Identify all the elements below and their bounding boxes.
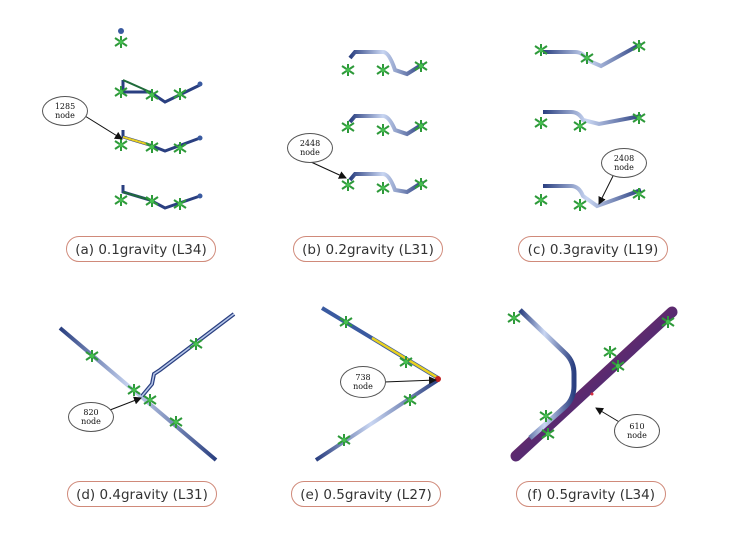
node-word-d: node [81, 417, 101, 426]
node-word-a: node [55, 111, 75, 120]
node-word-b: node [300, 148, 320, 157]
panel-c: 2408 node [505, 20, 705, 220]
node-id-b: 2448 [299, 139, 321, 148]
pipe-model-a [84, 28, 203, 212]
pipe-model-b [310, 26, 428, 216]
pipe-model-e [314, 306, 441, 462]
caption-c: (c) 0.3gravity (L19) [518, 236, 668, 262]
caption-b: (b) 0.2gravity (L31) [293, 236, 443, 262]
caption-d: (d) 0.4gravity (L31) [67, 481, 217, 507]
caption-f: (f) 0.5gravity (L34) [516, 481, 666, 507]
caption-e: (e) 0.5gravity (L27) [291, 481, 441, 507]
node-id-a: 1285 [54, 102, 76, 111]
node-id-d: 820 [83, 408, 99, 417]
pipe-model-f [507, 306, 678, 462]
node-label-d: 820 node [68, 402, 114, 432]
node-label-c: 2408 node [601, 148, 647, 178]
node-label-a: 1285 node [42, 96, 88, 126]
node-label-b: 2448 node [287, 133, 333, 163]
pipe-model-c [534, 38, 646, 216]
node-id-e: 738 [355, 373, 371, 382]
node-word-e: node [353, 382, 373, 391]
panel-e: 738 node [300, 300, 500, 500]
panel-d: 820 node [30, 300, 236, 500]
node-label-f: 610 node [614, 414, 660, 448]
node-id-c: 2408 [613, 154, 635, 163]
panel-a: 1285 node [30, 20, 230, 220]
panel-f: 610 node [500, 300, 700, 500]
caption-a: (a) 0.1gravity (L34) [66, 236, 216, 262]
pipe-model-d [58, 312, 236, 462]
panel-b: 2448 node [255, 20, 455, 220]
node-id-f: 610 [629, 422, 645, 431]
node-label-e: 738 node [340, 366, 386, 398]
node-word-c: node [614, 163, 634, 172]
node-word-f: node [627, 431, 647, 440]
